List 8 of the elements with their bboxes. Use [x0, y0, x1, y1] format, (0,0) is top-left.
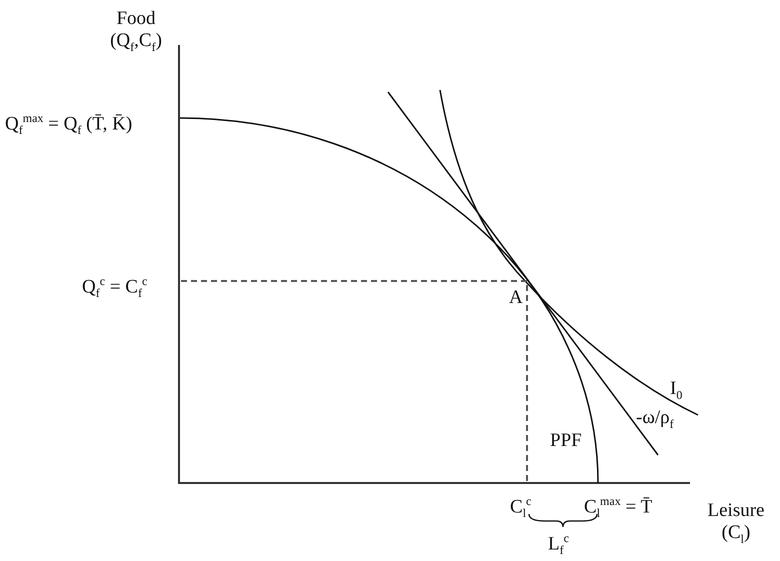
curve-label: I$_{0}$ — [670, 378, 682, 404]
axis-label: Q$_{f}$$^{max}$ = Q$_{f}$ (T̄, K̄) — [5, 110, 132, 140]
axis-title: Leisure (C$_{l}$) — [706, 500, 766, 548]
curve-label: PPF — [550, 430, 582, 452]
axis-title: Food (Q$_{f}$,C$_{f}$) — [109, 8, 163, 56]
axis-label: C$_{l}$$^{max}$ = T̄ — [584, 493, 652, 522]
curve-label: -ω/ρ$_{f}$ — [636, 407, 674, 433]
point-label: A — [509, 287, 523, 309]
